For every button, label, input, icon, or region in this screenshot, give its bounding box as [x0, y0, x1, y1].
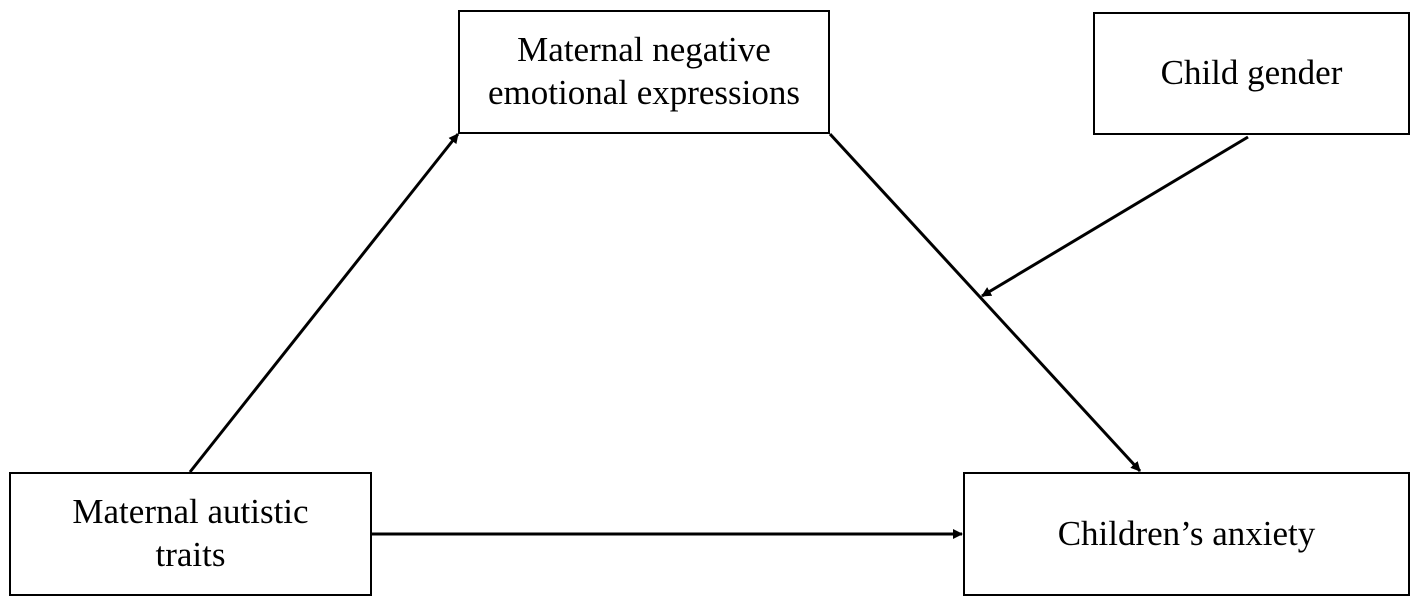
node-maternal-autistic-traits: Maternal autistic traits	[9, 472, 372, 596]
node-maternal-negative-emotional-expressions: Maternal negative emotional expressions	[458, 10, 830, 134]
node-label-line: traits	[155, 535, 226, 574]
node-label-line: Child gender	[1160, 53, 1343, 93]
arrow-moderator-to-path	[981, 135, 1249, 298]
node-label-line: Maternal negative	[517, 30, 771, 70]
node-label-line: Children’s anxiety	[1057, 513, 1316, 553]
node-label-line: Maternal autistic	[72, 492, 309, 532]
node-child-gender: Child gender	[1093, 12, 1410, 135]
node-childrens-anxiety: Children’s anxiety	[963, 472, 1410, 596]
arrow-predictor-to-mediator	[188, 133, 460, 473]
node-label-line: emotional expressions	[487, 73, 801, 112]
arrow-mediator-to-outcome	[828, 132, 1142, 473]
